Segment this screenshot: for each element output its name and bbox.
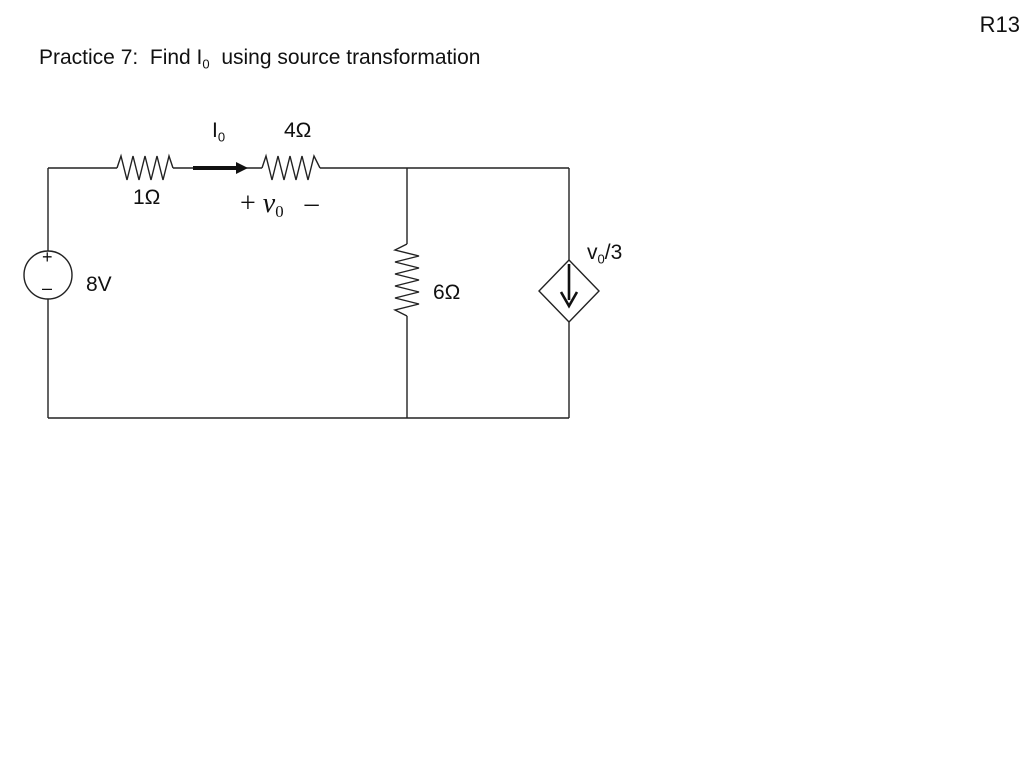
title-suffix: using source transformation (209, 46, 481, 69)
resistor-4ohm-label: 4Ω (284, 119, 312, 142)
resistor-6ohm-label: 6Ω (433, 281, 461, 304)
resistor-6ohm (392, 243, 420, 317)
resistor-4ohm (261, 153, 321, 181)
title-prefix: Practice 7: Find I (39, 46, 203, 69)
source-plus-sign: + (42, 247, 53, 267)
voltage-source-label: 8V (86, 273, 112, 296)
v0-subscript: 0 (275, 202, 284, 222)
title-subscript: 0 (202, 56, 210, 72)
resistor-1ohm-label: 1Ω (133, 186, 161, 209)
problem-title: Practice 7: Find I0 using source transfo… (39, 46, 480, 72)
slide-number: R13 (979, 12, 1020, 37)
v0-symbol: v (262, 188, 276, 219)
dependent-source-label: v0/3 (587, 241, 623, 267)
current-arrow-head (236, 162, 248, 174)
dep-source-arrow-head (559, 291, 579, 309)
resistor-1ohm (116, 153, 174, 181)
v0-minus: – (304, 188, 319, 219)
v0-plus: + (240, 188, 256, 219)
voltage-v0-label: + v0 – (240, 188, 319, 222)
current-label-i0: I0 (212, 119, 226, 145)
source-minus-sign: – (42, 278, 53, 298)
